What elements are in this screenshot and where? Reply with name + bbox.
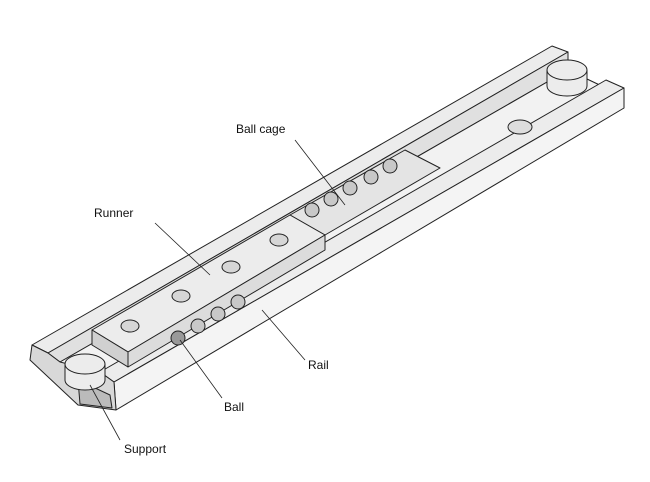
label-runner: Runner [94,206,134,220]
rail-hole [507,119,533,135]
runner-holes [120,233,289,333]
leader-lines [89,139,346,441]
rail-back-wall [31,45,569,354]
label-support: Support [124,442,167,456]
label-rail: Rail [308,358,329,372]
rail-front-wall-face [113,87,625,411]
runner-end [91,329,129,368]
balls-upper [304,158,398,218]
label-ball: Ball [224,400,245,414]
label-ball-cage: Ball cage [236,122,286,136]
